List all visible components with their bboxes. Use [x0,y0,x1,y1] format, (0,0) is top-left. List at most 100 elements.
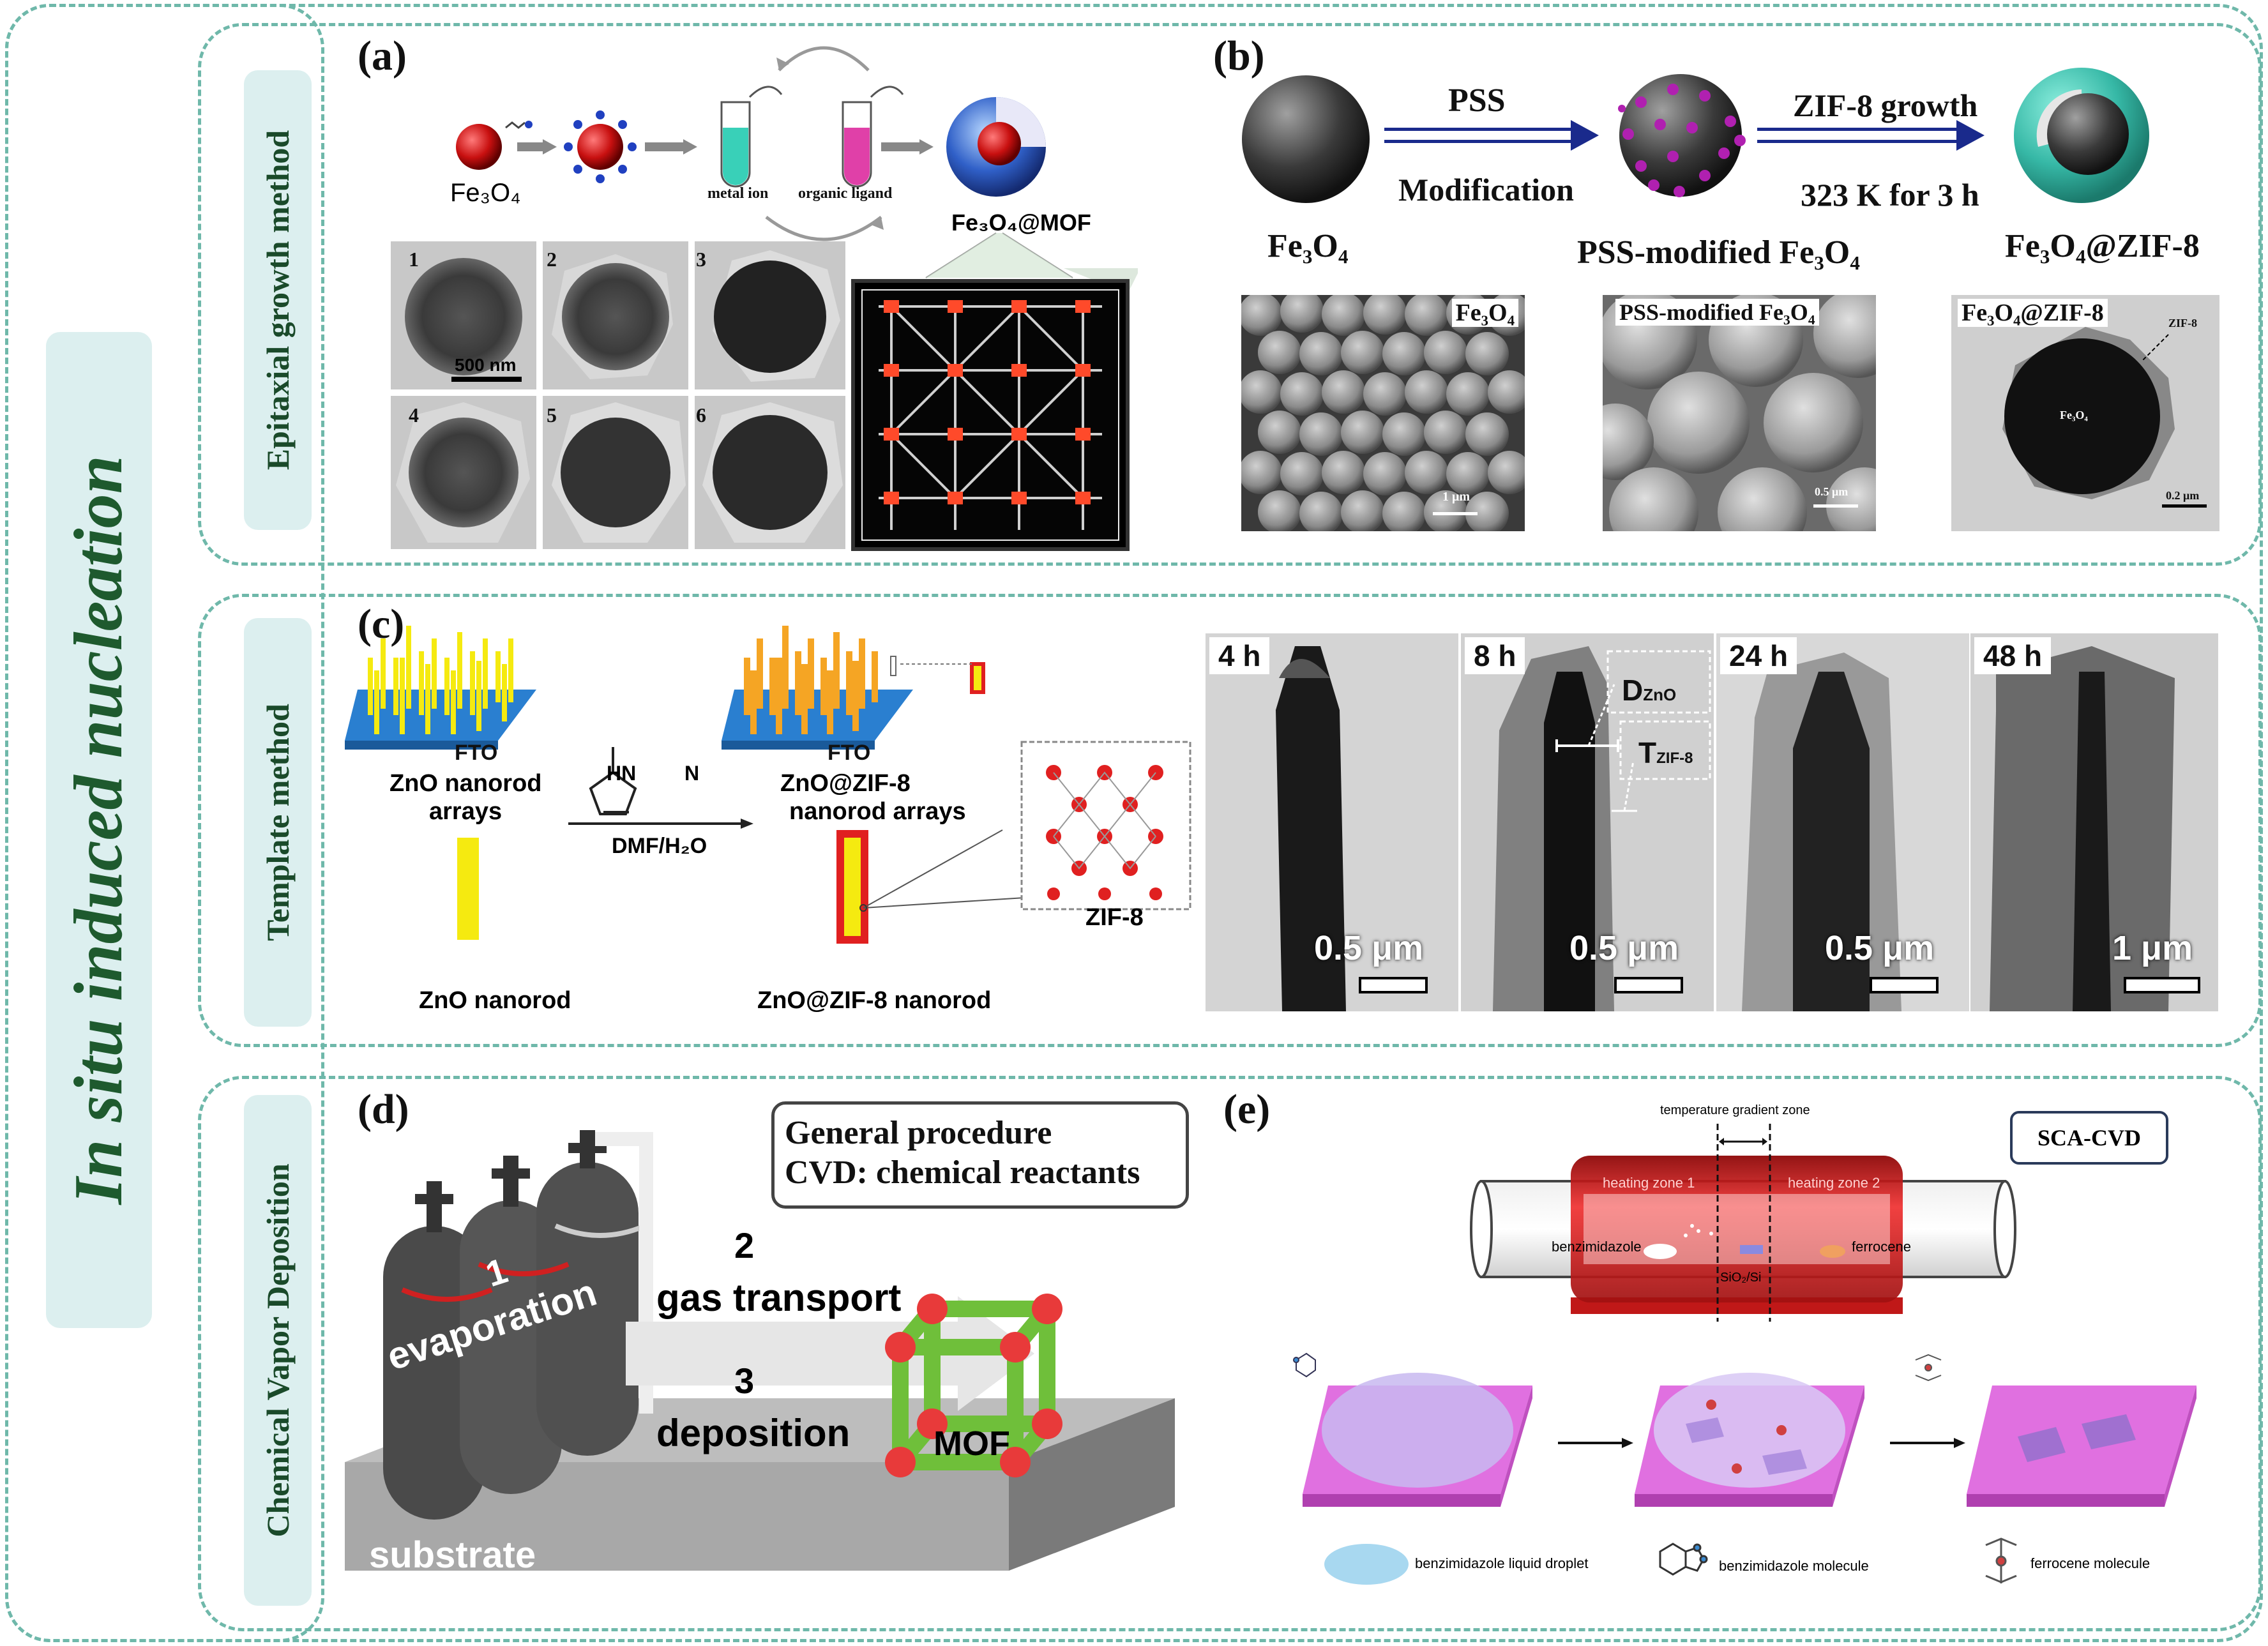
tile-num-1: 1 [409,248,419,271]
fto-label-2: FTO [828,741,871,765]
heating-zone-2-label: heating zone 2 [1788,1175,1880,1191]
substrate-step-1 [1303,1373,1532,1507]
fe3o4-label-b: Fe₃O₄ [1267,228,1349,264]
tile-num-5: 5 [547,404,557,427]
fe3o4-label-a: Fe₃O₄ [450,179,521,207]
section-label-cvd: Chemical Vapor Deposition [244,1095,312,1606]
imidazole-hn: HN [607,762,637,785]
fe3o4-core-sphere [1242,75,1370,203]
mof-label: MOF [934,1424,1010,1463]
t-zif8-label: TZIF-8 [1638,736,1693,769]
panel-a-scheme [456,46,1046,241]
panel-label-a: (a) [358,33,407,79]
gas-cylinders [383,1130,653,1520]
panel-c-scheme [345,626,1191,944]
tem3-core-label: Fe₃O₄ [2060,409,2088,421]
arrow-pss [1384,120,1599,151]
tem3-scale: 0.2 μm [2166,489,2200,502]
panel-label-b: (b) [1213,33,1265,79]
sem2-label: PSS-modified Fe₃O₄ [1615,299,1819,326]
left-title-frame [5,4,324,1642]
legend-ferrocene-label: ferrocene molecule [2030,1555,2151,1571]
scalebar-500nm-label: 500 nm [455,355,517,375]
section-frame-template [198,594,2262,1047]
sem-fe3o4-image: Fe₃O₄ 1 μm [1241,295,1525,531]
sem1-label: Fe₃O₄ [1451,299,1518,327]
sca-cvd-box: SCA-CVD [2010,1111,2168,1165]
tem-24h: 24 h 0.5 μm [1716,633,1969,1011]
panel-label-d: (d) [358,1086,409,1133]
tem3-label: Fe₃O₄@ZIF-8 [1958,299,2108,327]
metal-ion-label: metal ion [707,185,769,202]
sem1-scale: 1 μm [1442,490,1470,504]
droplet-legend-icon [1324,1544,1409,1585]
scalebar-500nm [451,377,522,382]
substrate-label: substrate [369,1534,536,1576]
gradient-zone-label: temperature gradient zone [1660,1103,1810,1117]
zif-nanorod-label: ZnO@ZIF-8 nanorod [757,987,992,1014]
legend-icons-e [1324,1537,2017,1585]
mof-lattice-image [851,268,1138,551]
cvd-scheme [345,1130,1175,1571]
imidazole-n: N [684,762,700,785]
section-frame-cvd [198,1076,2262,1631]
zif8-growth-label: ZIF-8 growth [1793,87,1978,123]
heating-zone-1-label: heating zone 1 [1603,1175,1695,1191]
zif8-label-c: ZIF-8 [1085,904,1144,931]
panel-b-scheme [1242,68,2149,203]
pss-modified-sphere [1619,74,1742,197]
fe3o4-sphere [456,124,502,170]
sca-cvd-process [1293,1352,2196,1507]
substrate-step-2 [1635,1373,1864,1507]
functionalized-sphere [577,124,623,170]
fe3o4-zif8-sphere [2014,68,2149,203]
tile-num-3: 3 [696,248,706,271]
step3-number: 3 [734,1361,755,1401]
d-zno-label: DZnO [1622,674,1677,707]
tem-48h: 48 h 1 μm [1970,633,2218,1011]
zoom-lines-a [925,232,1073,278]
ferrocene-legend-icon [1985,1537,2017,1583]
fe3o4-zif8-label: Fe₃O₄@ZIF-8 [2005,228,2200,264]
bzim-molecule-icon-step1 [1293,1352,1316,1378]
tem3-zif-label: ZIF-8 [2168,317,2197,329]
tem-tile-6 [695,396,845,549]
modification-label: Modification [1398,172,1574,208]
metal-ion-tube-icon [720,86,783,188]
step3-label: deposition [656,1412,850,1454]
pss-fe3o4-label: PSS-modified Fe₃O₄ [1577,234,1860,271]
benzimidazole-label: benzimidazole [1552,1239,1642,1255]
tem-tile-5 [543,396,688,549]
zno-arrays-label-1: ZnO nanorod [389,770,542,797]
tem-tile-3 [695,241,845,389]
main-title: In situ induced nucleation [61,455,137,1205]
sem2-scale: 0.5 μm [1815,485,1848,498]
cvd-tube-furnace [1470,1124,2016,1322]
tile-num-6: 6 [696,404,706,427]
mof-cube [885,1294,1062,1477]
zno-nanorod-label: ZnO nanorod [419,987,571,1014]
legend-droplet-label: benzimidazole liquid droplet [1415,1555,1589,1571]
organic-ligand-label: organic ligand [798,185,893,202]
panel-a-tem-grid [391,241,845,549]
general-procedure-box: General procedure CVD: chemical reactant… [771,1101,1189,1209]
bzim-legend-icon [1659,1543,1708,1576]
tem-tile-2 [543,241,688,389]
sem-pss-fe3o4-image: PSS-modified Fe₃O₄ 0.5 μm [1603,295,1876,531]
tem-4h: 4 h 0.5 μm [1206,633,1458,1011]
fe3o4-mof-label: Fe₃O₄@MOF [951,209,1091,236]
tile-num-2: 2 [547,248,557,271]
temp-time-label: 323 K for 3 h [1801,177,1979,213]
zif-arrays-label-1: ZnO@ZIF-8 [780,770,911,797]
section-frame-epitaxial [198,23,2262,566]
tem-fe3o4-zif8-image: Fe₃O₄@ZIF-8 ZIF-8 Fe₃O₄ 0.2 μm [1951,295,2219,531]
zno-single-rod [457,838,479,940]
fto-label-1: FTO [455,741,498,765]
substrate-step-3 [1967,1386,2196,1507]
zno-zif8-nanorod-array [722,626,913,750]
section-label-epitaxial: Epitaxial growth method [244,70,312,530]
pss-label: PSS [1448,82,1506,119]
step2-label: gas transport [656,1276,902,1319]
panel-label-e: (e) [1223,1086,1271,1133]
ferrocene-label: ferrocene [1852,1239,1911,1255]
